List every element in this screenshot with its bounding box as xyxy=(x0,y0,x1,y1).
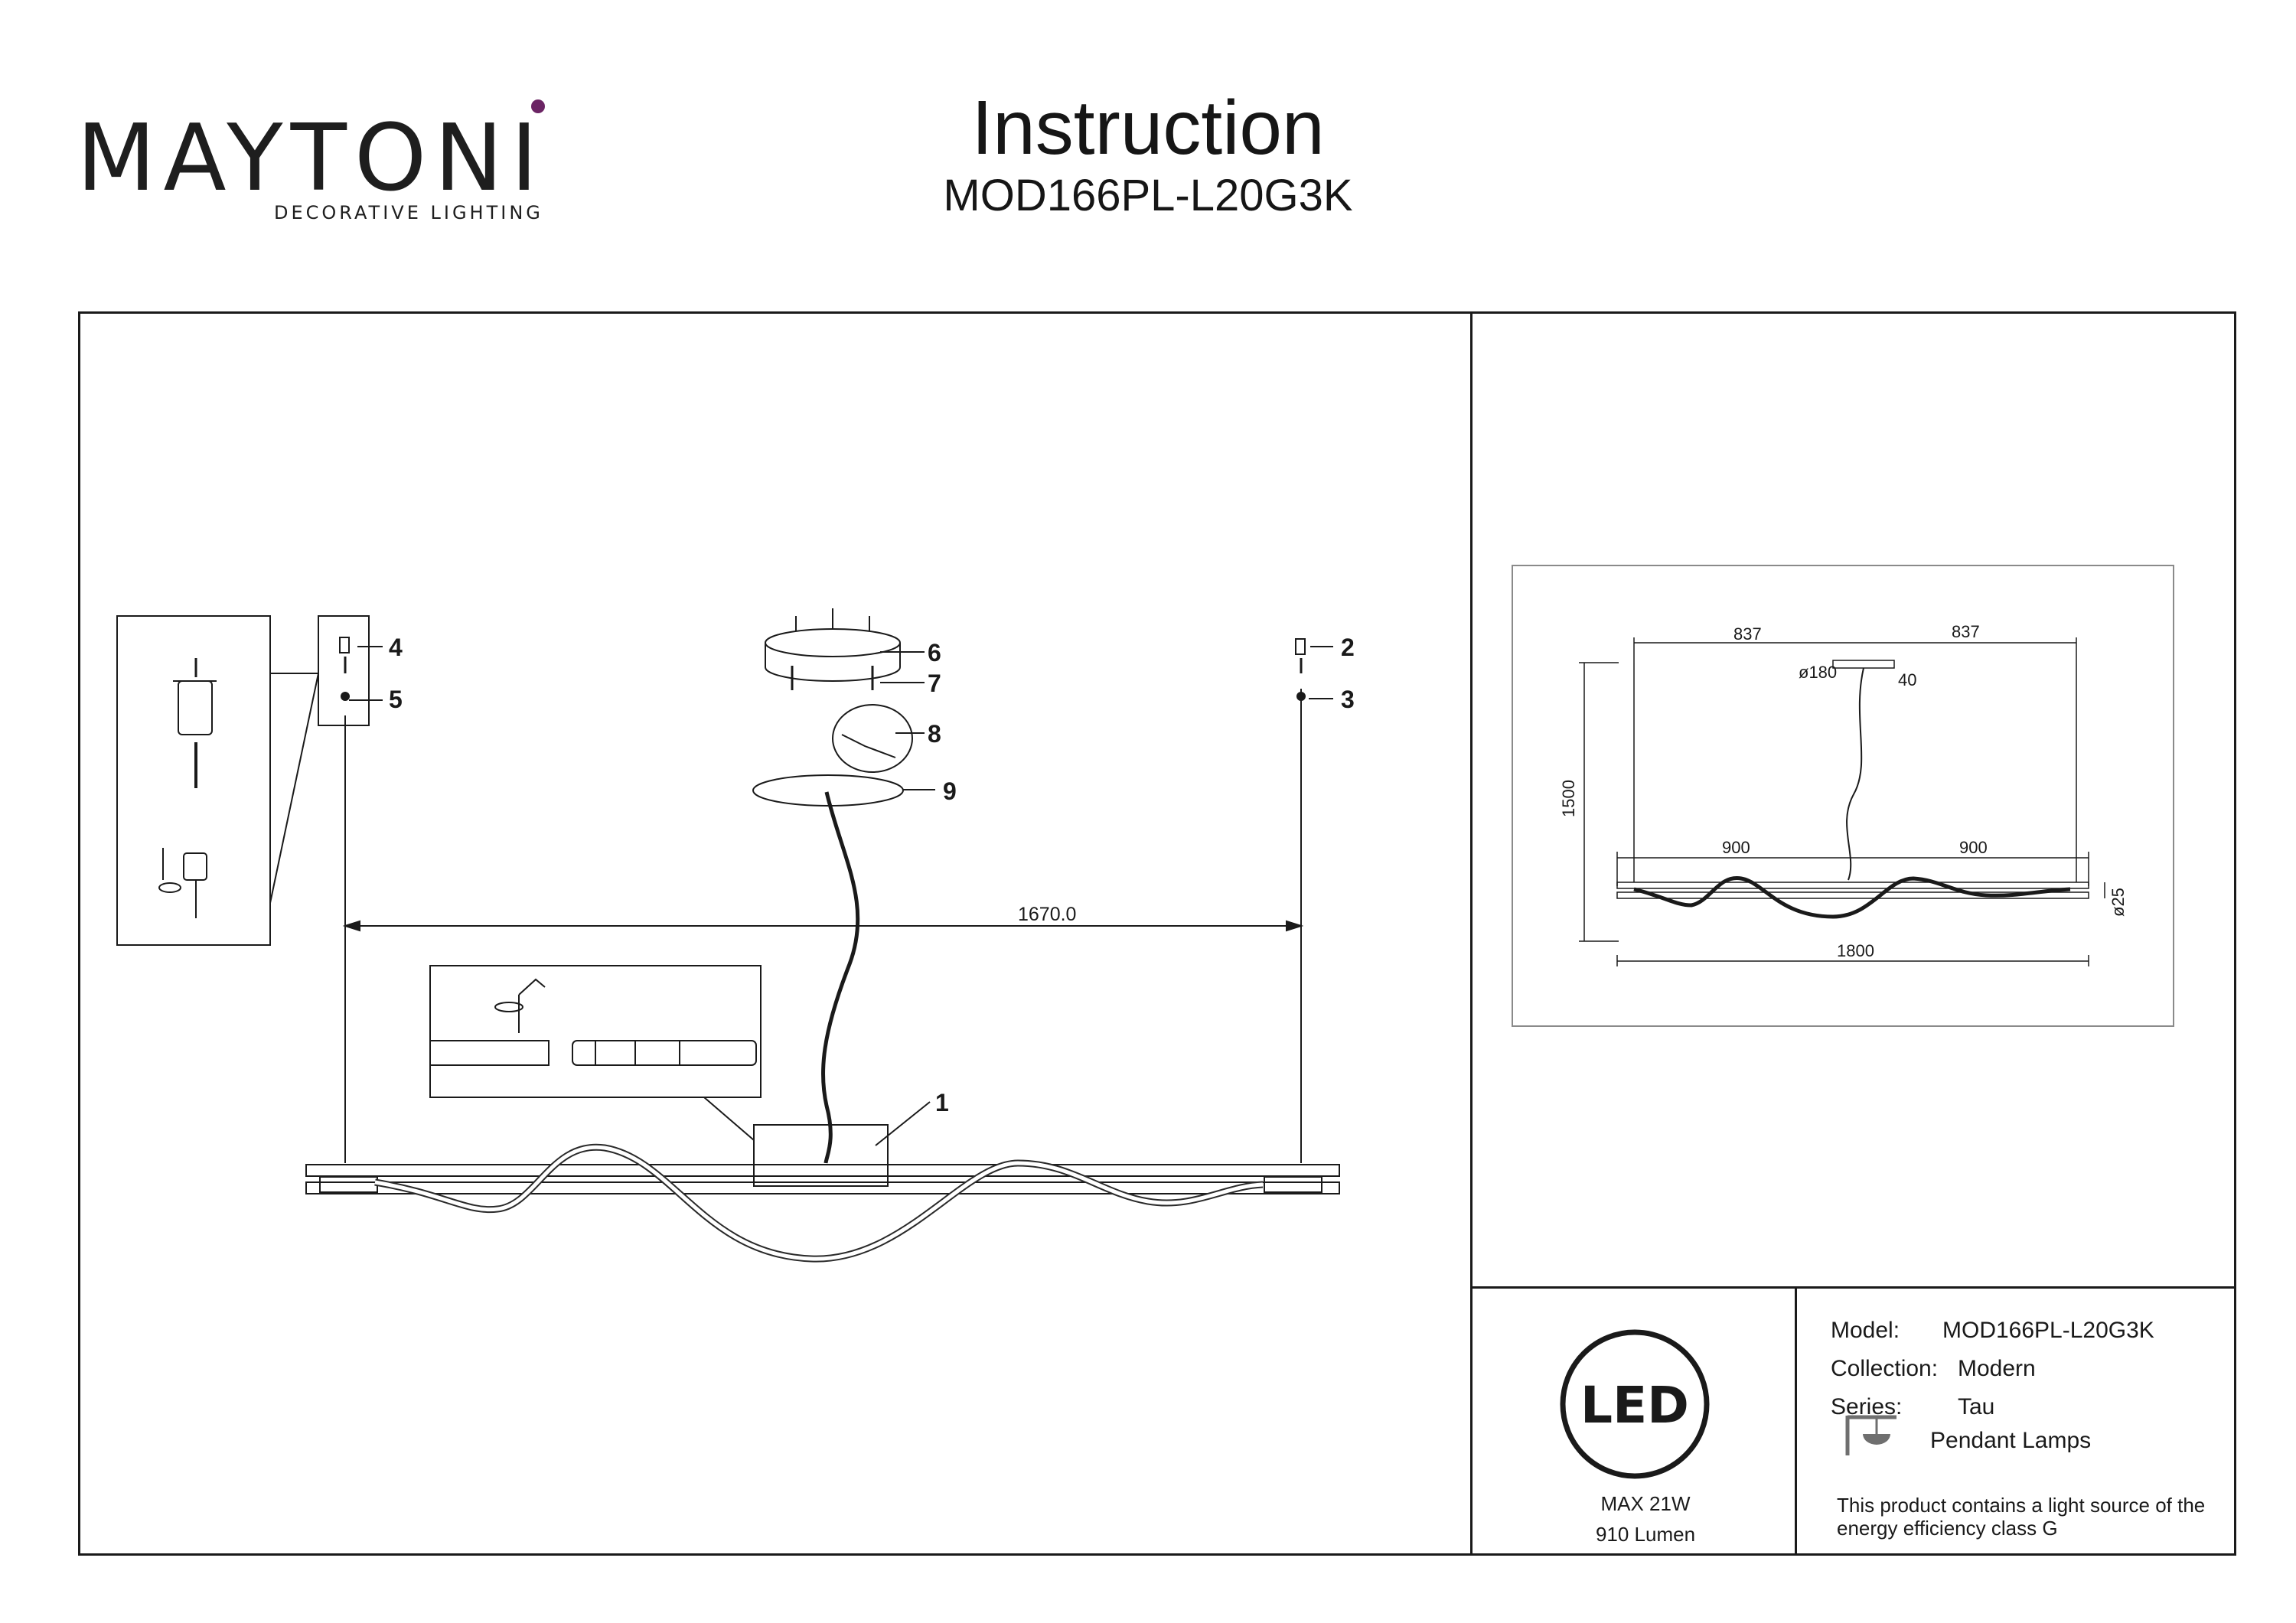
max-power: MAX 21W xyxy=(1600,1492,1691,1515)
callout-1: 1 xyxy=(935,1089,949,1116)
led-badge: LED xyxy=(1560,1329,1710,1479)
lumen-output: 910 Lumen xyxy=(1595,1523,1696,1546)
collection-label: Collection: xyxy=(1831,1356,1939,1381)
callout-2: 2 xyxy=(1341,634,1355,661)
dim-top-right: 837 xyxy=(1952,622,1980,641)
dim-half-left: 900 xyxy=(1722,838,1750,857)
detail-box-connector xyxy=(429,965,762,1098)
side-view-drawing: 837 837 ø180 40 1500 900 900 ø25 1800 xyxy=(1512,565,2174,1027)
divider-horizontal xyxy=(1470,1286,2236,1289)
detail-box-suspension xyxy=(318,615,370,726)
logo-tagline: DECORATIVE LIGHTING xyxy=(274,202,543,223)
dim-total: 1800 xyxy=(1837,941,1874,960)
maytoni-logo: MAYTONI DECORATIVE LIGHTING xyxy=(77,99,546,223)
dim-canopy-diameter: ø180 xyxy=(1799,663,1837,682)
assembly-drawing: 1 2 3 4 5 6 7 8 9 1670.0 xyxy=(116,608,1355,1263)
callout-6: 6 xyxy=(928,639,941,666)
callout-8: 8 xyxy=(928,720,941,748)
dim-top-left: 837 xyxy=(1733,624,1762,644)
pendant-lamp-icon xyxy=(1845,1415,1896,1455)
model-value: MOD166PL-L20G3K xyxy=(1942,1318,2154,1343)
callout-7: 7 xyxy=(928,670,941,697)
callout-5: 5 xyxy=(389,686,403,713)
lamp-type: Pendant Lamps xyxy=(1930,1428,2092,1453)
model-label: Model: xyxy=(1831,1318,1900,1343)
sheet-frame xyxy=(78,311,2236,1556)
collection-value: Modern xyxy=(1958,1356,2036,1381)
energy-efficiency-note: This product contains a light source of … xyxy=(1837,1494,2206,1540)
dimension-length: 1670.0 xyxy=(1018,904,1076,925)
divider-vertical xyxy=(1470,311,1473,1556)
dim-height: 1500 xyxy=(1559,780,1578,817)
dim-canopy-height: 40 xyxy=(1898,670,1916,689)
callout-3: 3 xyxy=(1341,686,1355,713)
callout-4: 4 xyxy=(389,634,403,661)
divider-spec xyxy=(1795,1286,1797,1556)
callout-9: 9 xyxy=(943,777,957,805)
led-label: LED xyxy=(1580,1376,1689,1435)
model-code-header: MOD166PL-L20G3K xyxy=(943,171,1353,220)
detail-box-joint xyxy=(753,1124,889,1187)
logo-dot xyxy=(531,99,545,113)
dim-half-right: 900 xyxy=(1959,838,1988,857)
page-title: Instruction xyxy=(971,85,1325,171)
series-value: Tau xyxy=(1958,1394,1995,1419)
detail-box-cable-lock xyxy=(116,615,271,946)
dim-profile: ø25 xyxy=(2108,888,2128,917)
logo-wordmark: MAYTONI xyxy=(77,106,546,212)
